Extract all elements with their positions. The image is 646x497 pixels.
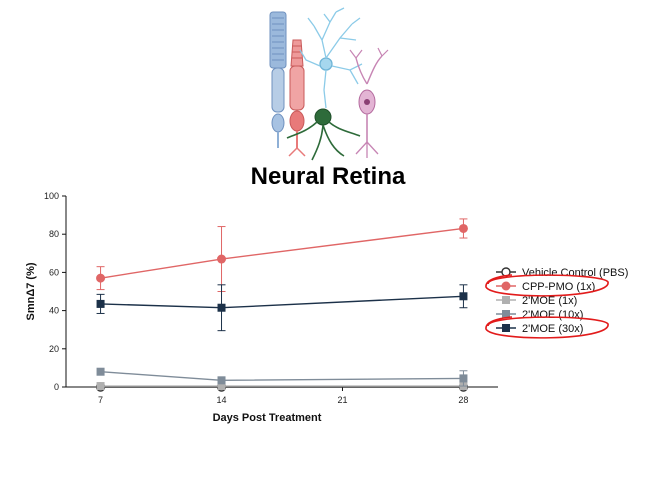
figure-title: Neural Retina xyxy=(251,163,406,190)
line-chart: 0 20 40 60 80 100 7 14 21 28 SmnΔ7 (%) Days Post… xyxy=(25,191,498,424)
x-axis-ticks: 7 14 21 28 xyxy=(98,387,468,405)
legend-item: CPP-PMO (1x) xyxy=(496,281,595,293)
y-tick-label: 0 xyxy=(54,382,59,392)
series-layer xyxy=(95,218,469,392)
legend-item: 2'MOE (30x) xyxy=(496,323,583,335)
highlight-circle xyxy=(485,316,609,339)
data-point xyxy=(96,273,106,283)
data-point xyxy=(217,376,226,385)
series-line xyxy=(100,295,464,309)
data-point xyxy=(458,223,468,233)
cone-cell-icon xyxy=(288,39,306,157)
data-point xyxy=(459,292,468,301)
legend-label: CPP-PMO (1x) xyxy=(522,281,595,293)
legend-label: 2'MOE (10x) xyxy=(522,309,583,321)
legend-item: 2'MOE (1x) xyxy=(496,295,577,307)
bipolar-cell-icon xyxy=(299,7,363,109)
series-1 xyxy=(96,218,468,292)
retinal-cells-icon xyxy=(269,7,389,161)
data-point xyxy=(502,296,510,304)
y-tick-label: 100 xyxy=(44,191,59,201)
data-point xyxy=(502,310,510,318)
data-point xyxy=(459,374,468,383)
legend-label: 2'MOE (1x) xyxy=(522,295,577,307)
data-point xyxy=(217,303,226,312)
x-tick-label: 7 xyxy=(98,395,103,405)
y-axis-ticks: 0 20 40 60 80 100 xyxy=(44,191,66,392)
ganglion-cell-icon xyxy=(286,108,361,161)
y-tick-label: 40 xyxy=(49,306,59,316)
data-point xyxy=(217,254,227,264)
x-tick-label: 21 xyxy=(337,395,347,405)
y-tick-label: 80 xyxy=(49,229,59,239)
x-axis-label: Days Post Treatment xyxy=(213,412,322,424)
data-point xyxy=(96,382,105,391)
series-2 xyxy=(96,382,468,391)
series-4 xyxy=(96,284,468,332)
hand-drawn-highlights xyxy=(485,274,609,339)
series-3 xyxy=(96,367,468,387)
rod-cell-icon xyxy=(269,11,287,148)
amacrine-cell-icon xyxy=(349,47,389,158)
data-point xyxy=(217,382,226,391)
data-point xyxy=(96,367,105,376)
y-tick-label: 20 xyxy=(49,344,59,354)
legend-item: Vehicle Control (PBS) xyxy=(496,267,628,279)
legend-label: Vehicle Control (PBS) xyxy=(522,267,628,279)
x-tick-label: 14 xyxy=(217,395,227,405)
data-point xyxy=(96,299,105,308)
series-line xyxy=(100,227,464,279)
chart-legend: Vehicle Control (PBS) CPP-PMO (1x) 2'MOE (… xyxy=(496,267,628,335)
data-point xyxy=(501,281,511,291)
data-point xyxy=(502,324,510,332)
highlight-circle xyxy=(485,274,609,297)
x-tick-label: 28 xyxy=(458,395,468,405)
y-tick-label: 60 xyxy=(49,267,59,277)
series-0 xyxy=(95,382,469,392)
y-axis-label: SmnΔ7 (%) xyxy=(25,262,37,320)
series-line xyxy=(100,371,464,382)
legend-label: 2'MOE (30x) xyxy=(522,323,583,335)
